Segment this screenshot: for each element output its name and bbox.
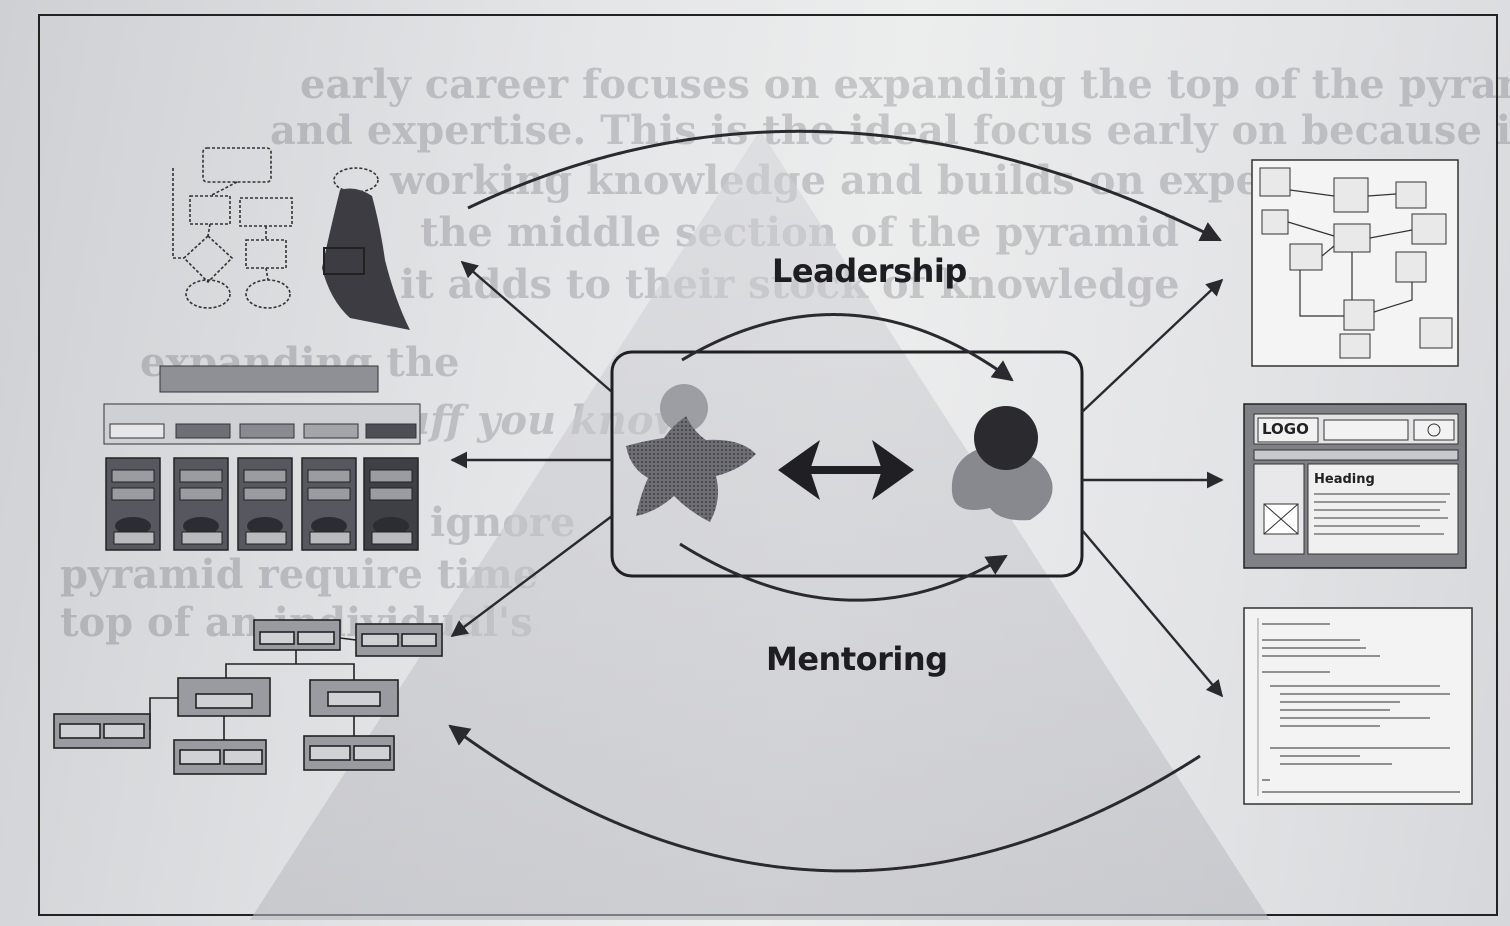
- mentoring-box: [610, 350, 1084, 578]
- arrow-to-code: [1081, 529, 1224, 698]
- pyramid-bleed: [250, 130, 1270, 920]
- arrow-to-uml: [1081, 278, 1224, 413]
- wireframe-logo-text: LOGO: [1262, 420, 1309, 438]
- bidirectional-arrow-icon: [778, 440, 914, 500]
- hand-drawing-icon: [322, 188, 410, 330]
- leadership-label: Leadership: [772, 252, 967, 290]
- source-code-icon: [1243, 607, 1473, 805]
- top-cycle-arrow: [467, 129, 1222, 242]
- uml-diagram-icon: [1251, 159, 1459, 367]
- flowchart-icon: [172, 147, 379, 309]
- mentoring-inner-arrow: [679, 542, 1008, 602]
- class-hierarchy-icon: [53, 619, 443, 775]
- arrow-to-hierarchy: [450, 515, 613, 638]
- leadership-inner-arrow: [681, 313, 1014, 382]
- wireframe-icon: [1243, 403, 1467, 569]
- arrow-to-flowchart: [460, 260, 613, 393]
- architecture-diagram-icon: [103, 365, 421, 551]
- mentor-figure-icon: [626, 384, 756, 522]
- wireframe-heading-text: Heading: [1314, 472, 1375, 487]
- mentoring-label: Mentoring: [766, 640, 948, 678]
- bottom-cycle-arrow: [448, 724, 1201, 873]
- mentee-figure-icon: [951, 406, 1053, 521]
